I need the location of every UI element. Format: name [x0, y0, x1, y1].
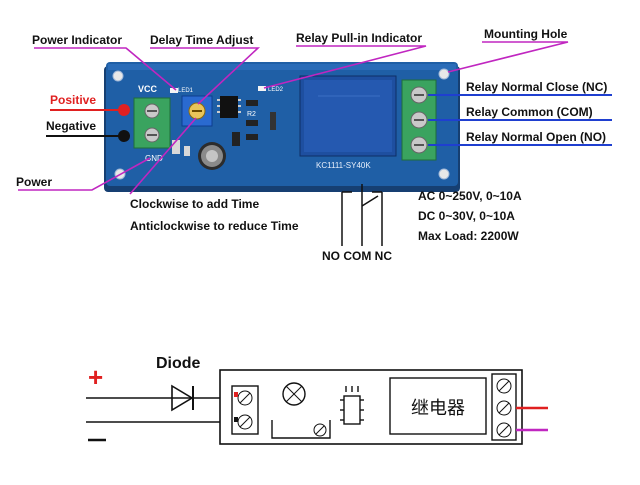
output-wires: [428, 94, 612, 146]
label-no-com-nc: NO COM NC: [322, 249, 392, 263]
label-clockwise: Clockwise to add Time: [130, 197, 259, 211]
relay-component: [299, 75, 397, 157]
label-negative: Negative: [46, 119, 96, 133]
label-relay-pullin-indicator: Relay Pull-in Indicator: [296, 31, 422, 45]
input-terminal-block: [133, 97, 171, 149]
negative-wire-dot: [118, 130, 130, 142]
potentiometer: [181, 95, 213, 127]
mounting-hole-right-bottom: [438, 168, 450, 180]
schematic: + Diode: [86, 355, 548, 445]
label-spec-ac: AC 0~250V, 0~10A: [418, 189, 522, 203]
label-positive: Positive: [50, 93, 96, 107]
diode-symbol: [171, 384, 194, 412]
led2-component: [258, 86, 266, 91]
schematic-plus: +: [88, 362, 103, 392]
ic-chip: [217, 96, 241, 118]
electrolytic-capacitor: [198, 142, 226, 170]
label-relay-nc: Relay Normal Close (NC): [466, 80, 607, 94]
label-relay-com: Relay Common (COM): [466, 105, 593, 119]
label-spec-dc: DC 0~30V, 0~10A: [418, 209, 515, 223]
pcb-model-label: KC1111-SY40K: [316, 161, 371, 170]
label-mounting-hole: Mounting Hole: [484, 27, 568, 41]
pcb-vcc-label: VCC: [138, 84, 158, 94]
relay-contact-symbol: [341, 184, 383, 246]
label-anticlockwise: Anticlockwise to reduce Time: [130, 219, 299, 233]
positive-wire-dot: [118, 104, 130, 116]
led1-component: [170, 88, 178, 93]
pcb-led2-label: LED2: [268, 87, 284, 93]
label-power: Power: [16, 175, 52, 189]
pcb-led1-label: LED1: [178, 88, 194, 94]
label-delay-time-adjust: Delay Time Adjust: [150, 33, 253, 47]
relay-module-board: VCC GND LED1 LED: [104, 62, 460, 192]
mounting-hole-left-top: [112, 70, 124, 82]
mounting-hole-right-top: [438, 68, 450, 80]
label-diode: Diode: [156, 355, 201, 372]
schematic-potentiometer: [271, 382, 331, 439]
pcb-gnd-label: GND: [145, 154, 163, 163]
pcb-r2-label: R2: [247, 111, 256, 118]
label-power-indicator: Power Indicator: [32, 33, 122, 47]
label-relay-no: Relay Normal Open (NO): [466, 130, 606, 144]
label-spec-load: Max Load: 2200W: [418, 229, 519, 243]
schematic-input-terminal: [231, 385, 259, 435]
schematic-relay-box: [389, 377, 487, 435]
schematic-ic: [340, 386, 364, 425]
schematic-output-terminal: [491, 373, 517, 441]
schematic-relay-text: 继电器: [411, 398, 465, 418]
annotation-pointers: [18, 41, 569, 195]
